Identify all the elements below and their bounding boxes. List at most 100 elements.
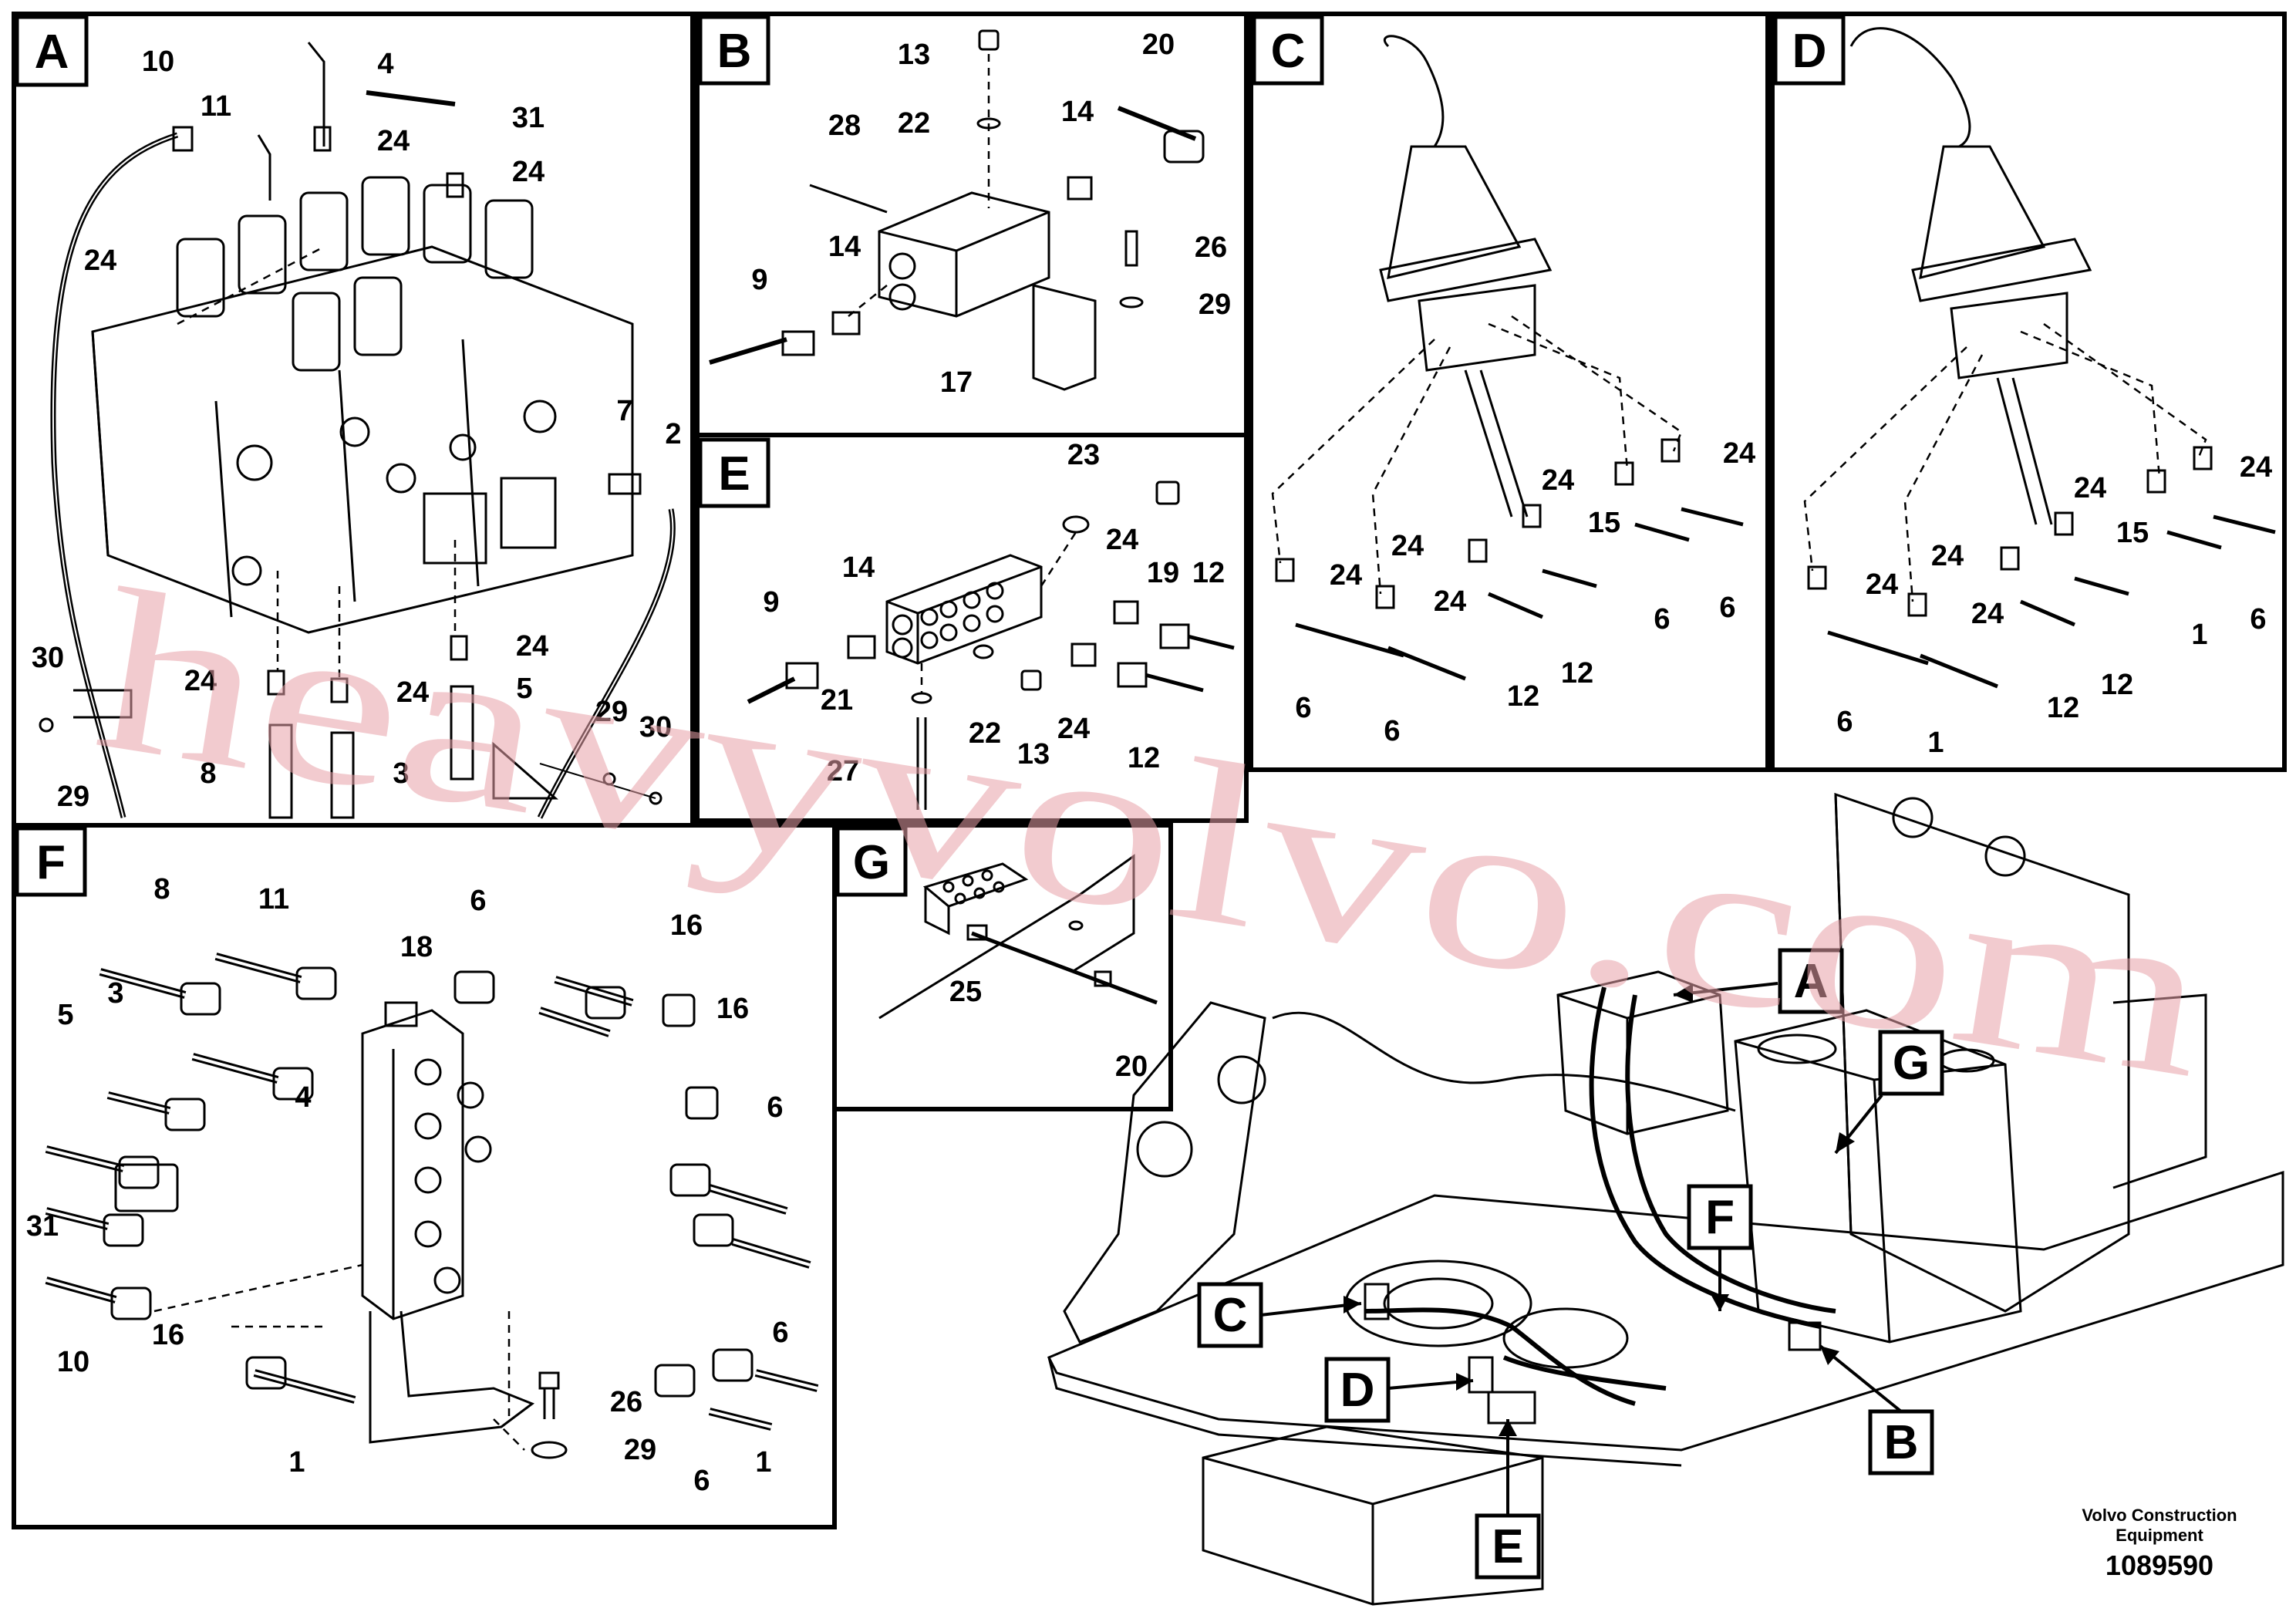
joystick-right-drawing (1849, 27, 2092, 525)
callout-c: C (1197, 1282, 1362, 1348)
label: 5 (57, 999, 73, 1031)
panel-a-letter: A (35, 25, 69, 79)
label: 21 (821, 684, 853, 717)
label: 12 (1192, 557, 1225, 589)
label: 24 (1542, 464, 1574, 497)
label: 14 (828, 231, 861, 263)
label: 6 (1384, 715, 1400, 747)
label: 6 (767, 1091, 783, 1124)
label: 31 (26, 1210, 59, 1243)
label: 24 (2240, 451, 2272, 484)
joystick-left-drawing (1379, 35, 1553, 518)
label: 15 (1588, 507, 1620, 539)
callout-f: F (1687, 1184, 1753, 1311)
label: 30 (639, 711, 672, 744)
label: 27 (827, 755, 859, 787)
label: 25 (949, 976, 982, 1008)
label: 12 (1128, 742, 1160, 774)
label: 20 (1115, 1050, 1148, 1083)
label: 15 (2116, 517, 2149, 549)
label: 28 (828, 110, 861, 142)
label: 6 (693, 1465, 710, 1497)
panel-d-dashed-leaders (1803, 322, 2207, 602)
panel-a: A (12, 12, 695, 828)
joystick-left-hoses (1275, 438, 1744, 681)
label: 24 (2074, 472, 2106, 504)
panel-c-letter: C (1271, 25, 1306, 78)
label: 24 (1434, 585, 1466, 618)
overview-machine-frame: A G F C (1047, 792, 2284, 1606)
callout-c-letter: C (1213, 1289, 1248, 1342)
label: 11 (201, 90, 231, 123)
label: 5 (516, 673, 532, 705)
panel-d-labels: 24 24 15 24 24 24 24 1 6 12 12 6 1 (1836, 451, 2272, 759)
label: 29 (595, 696, 628, 728)
label: 8 (200, 757, 216, 790)
panel-a-dashed-leaders (177, 245, 457, 679)
label: 26 (1195, 231, 1227, 264)
panel-g: G 25 20 (832, 823, 1173, 1111)
control-valve-drawing (39, 42, 676, 819)
drawing-number: 1089590 (2106, 1549, 2213, 1581)
label: 16 (152, 1319, 184, 1351)
label: 12 (2047, 692, 2079, 724)
label: 3 (107, 977, 123, 1010)
title-block: Volvo Construction Equipment 1089590 (2082, 1506, 2237, 1581)
frame-drawing (1047, 792, 2284, 1606)
callout-a-letter: A (1794, 955, 1829, 1008)
label: 19 (1147, 557, 1179, 589)
label: 24 (1106, 524, 1138, 556)
hose-bundle-right-inner (539, 978, 818, 1428)
callout-f-letter: F (1705, 1191, 1735, 1244)
label: 13 (898, 39, 930, 71)
label: 29 (624, 1434, 656, 1466)
label: 2 (665, 418, 681, 450)
label: 16 (670, 909, 703, 942)
label: 24 (84, 244, 116, 277)
label: 14 (1061, 96, 1094, 128)
panel-f-dashed-leaders (153, 1263, 525, 1451)
label: 20 (1142, 29, 1175, 61)
label: 24 (1866, 568, 1898, 601)
label: 12 (1507, 680, 1539, 713)
adapter-block-drawing (709, 29, 1205, 391)
label: 24 (396, 676, 429, 709)
callout-g: G (1834, 1030, 1944, 1155)
label: 26 (610, 1386, 642, 1418)
label: 22 (969, 717, 1001, 750)
label: 17 (940, 366, 973, 399)
label: 24 (1931, 540, 1964, 572)
panel-e: E 23 (695, 433, 1249, 823)
panel-d-letter: D (1792, 25, 1827, 78)
label: 6 (1295, 692, 1311, 724)
panel-f-letter: F (36, 836, 66, 889)
label: 6 (470, 885, 486, 917)
label: 4 (377, 48, 393, 80)
panel-b-letter: B (717, 25, 752, 78)
callout-a: A (1673, 948, 1844, 1014)
panel-e-letter: E (718, 447, 750, 501)
panel-d: D 24 (1770, 12, 2287, 772)
panel-g-letter: G (853, 836, 890, 889)
label: 10 (57, 1346, 89, 1378)
overview-callouts: A G F C (1197, 948, 1944, 1580)
callout-b-letter: B (1884, 1416, 1919, 1469)
label: 1 (755, 1446, 771, 1479)
frame-components (1364, 1283, 1822, 1425)
callout-g-letter: G (1893, 1037, 1930, 1090)
panel-f-labels: 8 11 6 18 16 16 5 3 4 6 31 6 16 10 26 29… (26, 873, 789, 1497)
label: 29 (1199, 288, 1231, 321)
label: 24 (1971, 598, 2004, 630)
joystick-right-hoses (1807, 446, 2276, 689)
panel-e-dashed-leaders (920, 531, 1077, 694)
label: 6 (1836, 706, 1853, 738)
callout-d: D (1324, 1357, 1474, 1423)
panel-e-labels: 23 14 24 19 12 9 21 22 13 24 12 27 (763, 439, 1225, 787)
panel-c-labels: 24 24 15 24 24 24 24 6 6 12 12 6 6 (1295, 437, 1755, 747)
label: 24 (516, 630, 548, 663)
label: 30 (32, 642, 64, 674)
hose-manifold-drawing (361, 1001, 535, 1444)
label: 12 (2101, 669, 2133, 701)
callout-d-letter: D (1340, 1364, 1375, 1417)
